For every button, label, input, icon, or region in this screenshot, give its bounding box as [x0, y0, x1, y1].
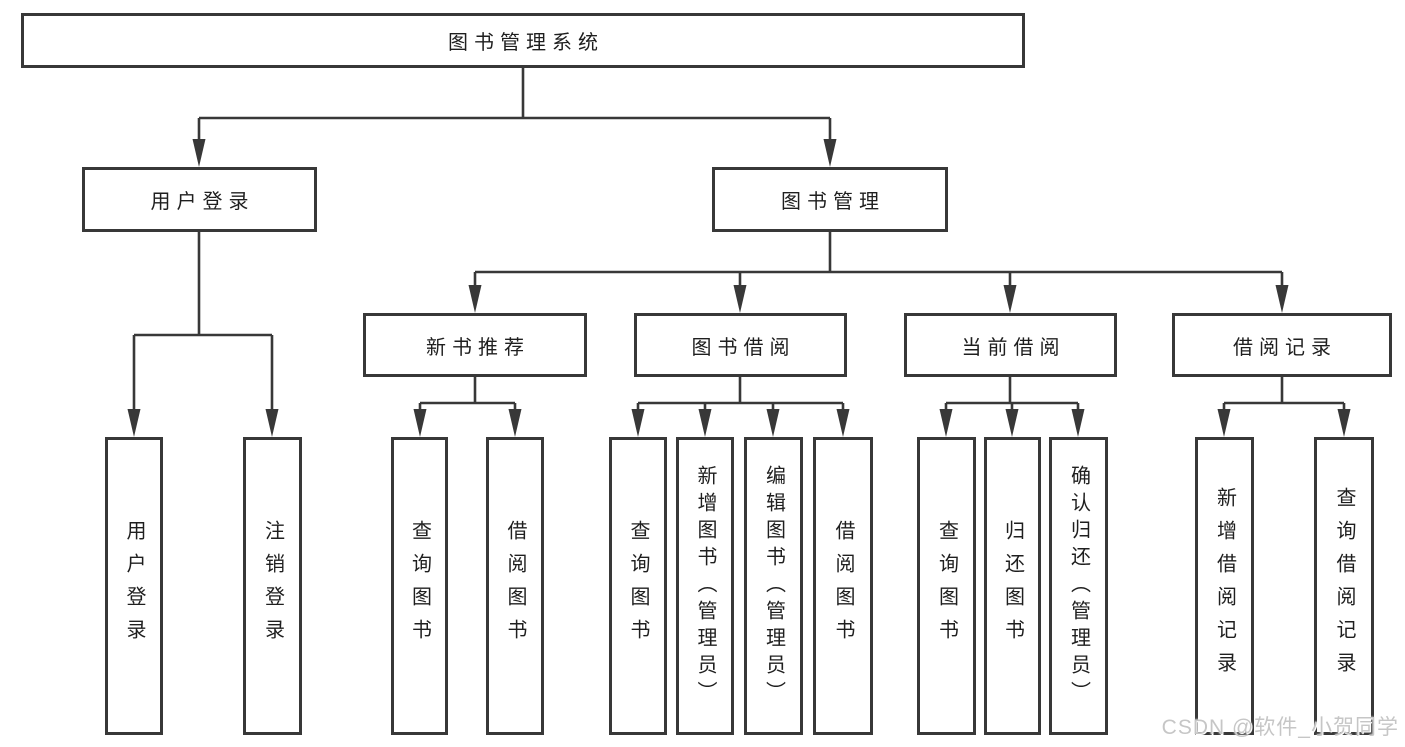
connector-borrow-records-to-children — [1217, 377, 1351, 437]
node-label: 借阅图书 — [832, 520, 854, 652]
node-leaf-confirm-return-admin: 确认归还（管理员） — [1049, 437, 1108, 735]
connector-current-borrow-to-children — [939, 377, 1085, 437]
connector-root-to-level2 — [192, 68, 837, 167]
node-label: 新增图书（管理员） — [694, 464, 716, 708]
node-leaf-logout: 注销登录 — [243, 437, 302, 735]
node-leaf-query-books-recommend: 查询图书 — [391, 437, 448, 735]
node-label: 借阅记录 — [1233, 336, 1337, 359]
node-label: 查询借阅记录 — [1333, 487, 1355, 685]
connector-book-management-to-level3 — [468, 232, 1289, 313]
node-label: 用户登录 — [150, 191, 255, 213]
connector-book-borrow-to-children — [631, 377, 850, 437]
node-label: 查询图书 — [627, 520, 649, 652]
node-label: 编辑图书（管理员） — [762, 464, 785, 708]
node-user-login: 用户登录 — [82, 167, 317, 232]
node-label: 当前借阅 — [961, 336, 1066, 359]
node-library-management-system: 图书管理系统 — [21, 13, 1025, 68]
node-label: 注销登录 — [261, 520, 284, 652]
node-leaf-query-books-borrow: 查询图书 — [609, 437, 667, 735]
node-label: 新书推荐 — [426, 336, 530, 359]
node-label: 图书管理 — [781, 191, 885, 213]
node-borrow-records: 借阅记录 — [1172, 313, 1392, 377]
node-leaf-return-books: 归还图书 — [984, 437, 1041, 735]
node-leaf-edit-book-admin: 编辑图书（管理员） — [744, 437, 803, 735]
node-new-book-recommend: 新书推荐 — [363, 313, 587, 377]
node-label: 确认归还（管理员） — [1067, 464, 1090, 708]
node-current-borrow: 当前借阅 — [904, 313, 1117, 377]
node-label: 用户登录 — [123, 520, 145, 652]
node-label: 新增借阅记录 — [1213, 487, 1236, 685]
node-leaf-borrow-books-recommend: 借阅图书 — [486, 437, 544, 735]
node-leaf-user-login: 用户登录 — [105, 437, 163, 735]
csdn-watermark: CSDN @软件_小贺同学 — [1161, 716, 1399, 739]
node-label: 查询图书 — [935, 520, 958, 652]
connector-user-login-to-children — [127, 232, 279, 437]
node-leaf-query-books-current: 查询图书 — [917, 437, 976, 735]
node-label: 图书借阅 — [691, 336, 796, 359]
node-leaf-borrow-books: 借阅图书 — [813, 437, 873, 735]
node-label: 图书管理系统 — [448, 32, 604, 54]
node-book-management: 图书管理 — [712, 167, 948, 232]
connector-new-book-recommend-to-children — [413, 377, 522, 437]
node-label: 查询图书 — [408, 520, 431, 652]
node-leaf-query-borrow-record: 查询借阅记录 — [1314, 437, 1374, 735]
node-label: 借阅图书 — [504, 520, 526, 652]
node-book-borrow: 图书借阅 — [634, 313, 847, 377]
node-leaf-add-book-admin: 新增图书（管理员） — [676, 437, 734, 735]
node-label: 归还图书 — [1001, 520, 1024, 652]
node-leaf-add-borrow-record: 新增借阅记录 — [1195, 437, 1254, 735]
